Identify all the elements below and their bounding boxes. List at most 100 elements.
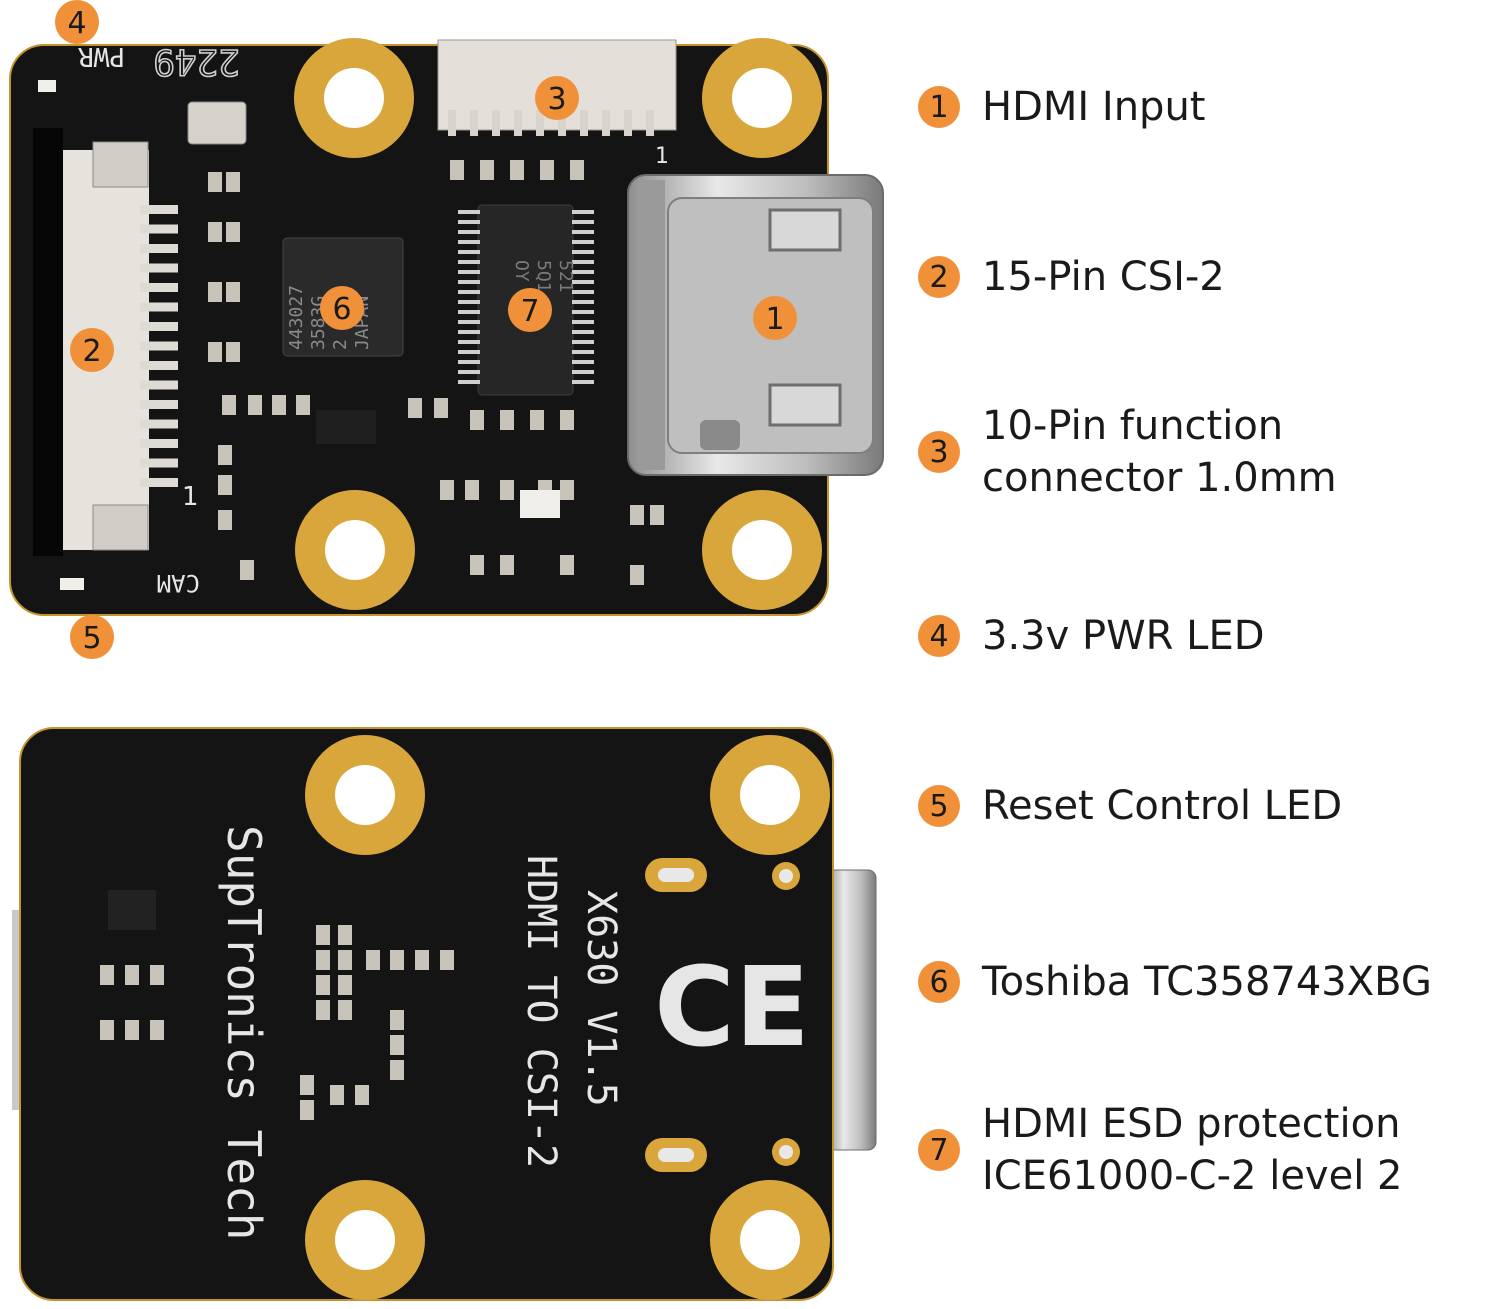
smd-part [125,965,139,985]
smd-part [560,480,574,500]
fpc-pin [140,244,178,253]
silk-pin1-fpc: 1 [182,482,199,512]
smd-part [415,950,429,970]
smd-part [300,1075,314,1095]
smd-part [480,160,494,180]
smd-part [470,555,484,575]
esd-pin [458,240,480,244]
esd-pin [458,280,480,284]
smd-part [226,222,240,242]
smd-part [226,342,240,362]
chip6-line-1: 443027 [286,285,307,350]
silk-brand: SupTronics Tech [217,825,271,1240]
esd-pin [572,210,594,214]
smd-part [390,1035,404,1055]
esd-pin [458,260,480,264]
esd-pin [572,240,594,244]
smd-part [208,222,222,242]
esd-pin [572,380,594,384]
legend-text-6: Toshiba TC358743XBG [982,959,1432,1005]
esd-pin [458,330,480,334]
svg-text:7: 7 [520,294,539,329]
esd-pin [458,380,480,384]
esd-pin [458,290,480,294]
function-pin [514,110,522,136]
smd-part [296,395,310,415]
smd-part [240,560,254,580]
smd-part [650,505,664,525]
ce-mark: CE [654,943,810,1071]
smd-part [355,1085,369,1105]
smd-part [630,565,644,585]
fpc-pin [140,322,178,331]
smd-part [500,410,514,430]
silk-pin1-func: 1 [655,144,669,169]
function-connector-pins [448,110,654,136]
bottom-smd-components [100,890,454,1120]
legend-item-6: 6 Toshiba TC358743XBG [918,956,1432,1008]
fpc-pin [140,361,178,370]
fpc-pin [140,458,178,468]
function-pin [602,110,610,136]
esd-pin [458,250,480,254]
board-photo: 443027 3583G 2 XBL JAPAN 521 5Q1 OY PWR [9,0,884,1301]
esd-pin [572,220,594,224]
legend-badge-5: 5 [918,785,960,827]
smd-part [530,410,544,430]
smd-part [300,1100,314,1120]
function-pin [646,110,654,136]
esd-pin [572,340,594,344]
esd-pin [458,300,480,304]
smd-part [630,505,644,525]
smd-part [500,480,514,500]
svg-text:6: 6 [332,292,351,327]
smd-part [338,975,352,995]
esd-pin [458,230,480,234]
svg-text:2: 2 [82,334,101,369]
top-board: 443027 3583G 2 XBL JAPAN 521 5Q1 OY PWR [9,0,884,659]
legend-item-5: 5 Reset Control LED [918,780,1342,832]
marker-1: 1 [753,296,797,340]
smd-part [218,510,232,530]
esd-pin [572,300,594,304]
esd-pin [458,270,480,274]
fpc-pin [140,263,178,273]
marker-6: 6 [320,286,364,330]
smd-part [316,975,330,995]
fpc-pin [140,205,178,214]
smd-part [408,398,422,418]
reset-led [60,578,84,590]
fpc-pins [140,205,178,487]
esd-pin [572,320,594,324]
smd-components [208,160,664,585]
smd-part [218,475,232,495]
smd-part [434,398,448,418]
smd-part [470,410,484,430]
smd-part [440,480,454,500]
esd-pin [572,280,594,284]
silk-code: 2249 [153,41,240,82]
smd-part [272,395,286,415]
esd-pin [458,350,480,354]
legend-badge-3: 3 [918,431,960,473]
marker-7: 7 [508,288,552,332]
svg-text:4: 4 [67,6,86,41]
smd-part [248,395,262,415]
silk-cam: CAM [157,569,200,597]
legend-text-1: HDMI Input [982,84,1206,130]
function-pin [492,110,500,136]
svg-text:5: 5 [82,621,101,656]
smd-part [100,965,114,985]
esd-pin [458,210,480,214]
esd-pin [572,290,594,294]
hdmi-solder-slots [645,858,800,1172]
legend-item-2: 2 15-Pin CSI-2 [918,251,1225,303]
chip7-line-1: 521 [555,260,576,293]
svg-text:1: 1 [765,302,784,337]
marker-3: 3 [535,76,579,120]
silk-pwr: PWR [78,41,125,71]
smd-part [465,480,479,500]
marker-2: 2 [70,328,114,372]
legend-item-1: 1 HDMI Input [918,81,1205,133]
